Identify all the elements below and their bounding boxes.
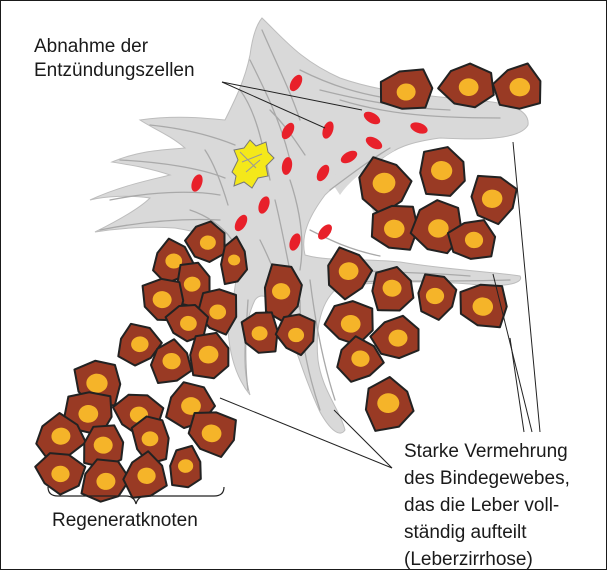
fibrosis-label-line-4: ständig aufteilt [404,519,570,546]
hepatocyte [379,69,434,111]
hepatocyte [324,300,375,346]
fibrosis-label-line-2: des Bindegewebes, [404,465,570,492]
hepatocyte [493,64,541,109]
fibrosis-label-line-5: (Leberzirrhose) [404,546,570,573]
inflammation-label-line-2: Entzündungszellen [34,59,195,83]
hepatocyte-nucleus [426,288,444,304]
hepatocyte [470,173,520,227]
fibrosis-label-line-1: Starke Vermehrung [404,438,570,465]
hepatocyte-nucleus [510,78,531,96]
nodules-label: Regeneratknoten [52,509,198,533]
hepatocyte-nucleus [209,305,226,320]
hepatocyte [33,452,86,496]
hepatocyte [188,332,231,381]
hepatocyte [364,376,414,431]
hepatocyte [169,445,201,488]
hepatocyte [418,144,468,197]
fibrosis-label-line-3: das die Leber voll- [404,492,570,519]
inflammatory-cell [315,222,334,242]
hepatocyte [241,311,279,353]
fibrosis-label: Starke Vermehrung des Bindegewebes, das … [404,438,570,573]
inflammation-label-line-1: Abnahme der [34,35,195,59]
inflammation-label: Abnahme der Entzündungszellen [34,35,195,83]
